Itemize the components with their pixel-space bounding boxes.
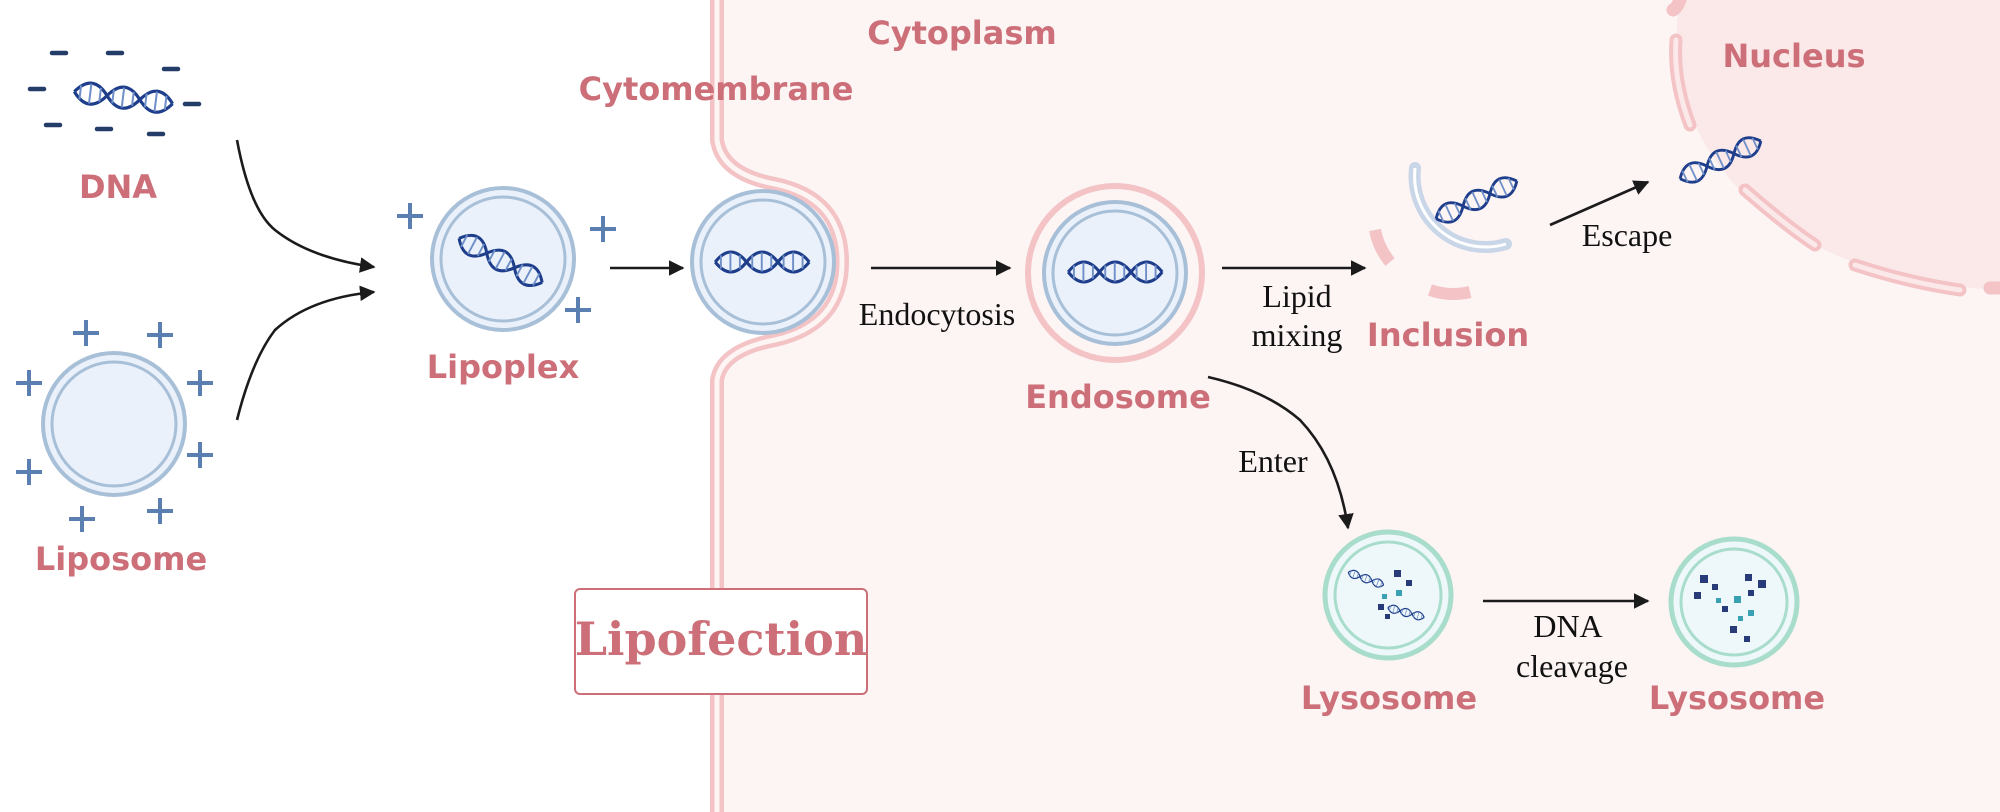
dna-molecule (27, 50, 202, 137)
lysosome-with-fragments (1668, 536, 1800, 668)
cytomembrane-inner (714, 0, 845, 812)
membrane-vesicle (690, 189, 836, 335)
inclusion-label: Inclusion (1367, 316, 1529, 354)
lipoplex-label: Lipoplex (427, 348, 580, 386)
arrow-escape (1549, 180, 1650, 227)
positive-charges (16, 320, 213, 532)
cytoplasm-label: Cytoplasm (867, 14, 1056, 52)
lysosome-label-2: Lysosome (1649, 679, 1825, 717)
diagram-title: Lipofection (575, 612, 868, 666)
endosome (1025, 183, 1205, 363)
lipoplex (397, 186, 616, 332)
arrow-enter-lysosome (1207, 375, 1354, 530)
cytomembrane-label: Cytomembrane (579, 70, 854, 108)
dna-cleavage-label-line1: DNA (1533, 608, 1602, 644)
dna-cleavage-label-line2: cleavage (1516, 648, 1628, 684)
title-box: Lipofection (574, 588, 868, 695)
endosome-label: Endosome (1025, 378, 1211, 416)
liposome-label: Liposome (35, 540, 207, 578)
arrow-liposome-to-lipoplex (235, 285, 376, 421)
lysosome-with-dna (1322, 529, 1454, 661)
lipid-mixing-label-line1: Lipid (1262, 278, 1331, 314)
liposome (16, 320, 213, 532)
endocytosis-label: Endocytosis (859, 296, 1015, 332)
lipid-mixing-label-line2: mixing (1252, 317, 1343, 353)
enter-label: Enter (1238, 443, 1308, 479)
lipoplex-positive-charges (397, 203, 616, 323)
nucleus (1666, 0, 2000, 297)
inclusion (1369, 162, 1523, 300)
dna-label: DNA (79, 168, 157, 206)
arrow-dna-to-lipoplex (235, 139, 376, 273)
negative-charges (27, 50, 202, 137)
escape-label: Escape (1582, 217, 1673, 253)
lysosome-label-1: Lysosome (1301, 679, 1477, 717)
nucleus-label: Nucleus (1722, 37, 1865, 75)
